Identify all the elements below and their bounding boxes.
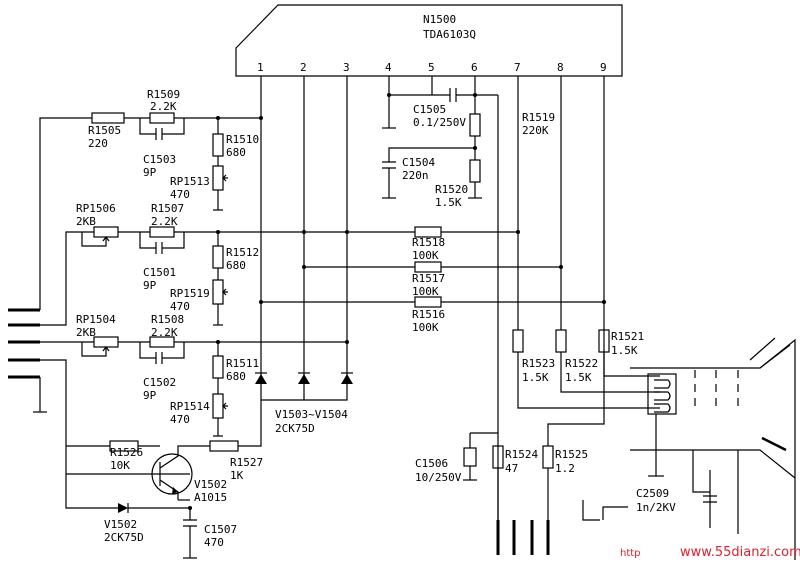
label-r1521-val: 1.5K [611,344,638,357]
label-r1505: R1505 [88,124,121,137]
label-rp1514: RP1514 [170,400,210,413]
label-r1527-val: 1K [230,469,244,482]
label-c1502: C1502 [143,376,176,389]
label-c1507: C1507 [204,523,237,536]
label-r1516: R1516 [412,308,445,321]
label-r1521: R1521 [611,330,644,343]
label-c1505: C1505 [413,103,446,116]
pin-2: 2 [300,61,307,74]
label-v1502-transistor: V1502 [194,478,227,491]
label-r1510: R1510 [226,133,259,146]
channel-top: R1509 2.2K R1505 220 C1503 9P R1510 680 … [39,88,263,310]
watermark-prefix: http [620,548,641,559]
label-r1524: R1524 [505,448,538,461]
label-r1527: R1527 [230,456,263,469]
label-r1522-val: 1.5K [565,371,592,384]
label-c1501: C1501 [143,266,176,279]
label-rp1506: RP1506 [76,202,116,215]
label-r1507-val: 2.2K [151,215,178,228]
label-r1520: R1520 [435,183,468,196]
label-c1505-val: 0.1/250V [413,116,466,129]
label-v1502-diode-val: 2CK75D [104,531,144,544]
pin-7: 7 [514,61,521,74]
label-r1525-val: 1.2 [555,462,575,475]
label-r1508-val: 2.2K [151,326,178,339]
label-r1511-val: 680 [226,370,246,383]
label-v1502-diode: V1502 [104,518,137,531]
ic-n1500: N1500 TDA6103Q 1 2 3 4 5 6 7 8 9 [235,4,623,77]
label-rp1519-val: 470 [170,300,190,313]
label-rp1514-val: 470 [170,413,190,426]
label-r1525: R1525 [555,448,588,461]
diodes-v1503-v1504: V1503~V1504 2CK75D [238,372,353,447]
label-rp1504: RP1504 [76,313,116,326]
label-r1508: R1508 [151,313,184,326]
label-r1519-val: 220K [522,124,549,137]
label-diodes-val: 2CK75D [275,422,315,435]
label-rp1513: RP1513 [170,175,210,188]
label-r1518-val: 100K [412,249,439,262]
pin-4: 4 [385,61,392,74]
label-v1502-transistor-val: A1015 [194,491,227,504]
label-r1520-val: 1.5K [435,196,462,209]
label-r1523-val: 1.5K [522,371,549,384]
label-rp1513-val: 470 [170,188,190,201]
label-r1505-val: 220 [88,137,108,150]
label-r1518: R1518 [412,236,445,249]
label-rp1519: RP1519 [170,287,210,300]
pin-1: 1 [257,61,264,74]
pin-3: 3 [343,61,350,74]
label-r1516-val: 100K [412,321,439,334]
input-connector [8,308,190,475]
watermark-site: www.55dianzi.com [680,545,800,560]
label-r1512-val: 680 [226,259,246,272]
label-r1519: R1519 [522,111,555,124]
label-c2509-val: 1n/2KV [636,501,676,514]
label-r1509: R1509 [147,88,180,101]
crt-tube [602,337,796,560]
supply-section: C1505 0.1/250V C1504 220n R1520 1.5K R15… [382,88,555,555]
label-c1502-val: 9P [143,389,157,402]
bottom-supply: C1506 10/250V R1524 47 R1525 1.2 C2509 1… [415,330,676,555]
ic-part: TDA6103Q [423,28,476,41]
label-c1503: C1503 [143,153,176,166]
label-diodes: V1503~V1504 [275,408,348,421]
ic-name: N1500 [423,13,456,26]
label-r1509-val: 2.2K [150,100,177,113]
channel-middle: RP1506 2KB R1507 2.2K C1501 9P R1512 680… [8,202,306,326]
label-c1506: C1506 [415,457,448,470]
label-r1510-val: 680 [226,146,246,159]
feedback-network: R1518 100K R1517 100K R1516 100K [259,226,606,334]
label-r1522: R1522 [565,357,598,370]
output-resistors: R1521 1.5K R1523 1.5K R1522 1.5K [512,329,660,409]
label-c1507-val: 470 [204,536,224,549]
label-r1507: R1507 [151,202,184,215]
label-c1503-val: 9P [143,166,157,179]
label-r1517: R1517 [412,272,445,285]
label-rp1506-val: 2KB [76,215,96,228]
pin-wires [260,76,605,380]
label-r1523: R1523 [522,357,555,370]
label-c1504-val: 220n [402,169,429,182]
label-c1504: C1504 [402,156,435,169]
label-r1526-val: 10K [110,459,130,472]
label-c1501-val: 9P [143,279,157,292]
channel-bottom: RP1504 2KB R1508 2.2K C1502 9P R1511 680… [8,313,349,437]
watermark: http www.55dianzi.com [620,545,800,560]
label-r1512: R1512 [226,246,259,259]
label-r1526: R1526 [110,446,143,459]
label-r1517-val: 100K [412,285,439,298]
label-r1524-val: 47 [505,462,518,475]
pin-8: 8 [557,61,564,74]
label-r1511: R1511 [226,357,259,370]
label-rp1504-val: 2KB [76,326,96,339]
label-c1506-val: 10/250V [415,471,462,484]
transistor-v1502: R1526 10K V1502 A1015 R1527 1K V1502 2CK… [65,440,263,559]
label-c2509: C2509 [636,487,669,500]
pin-9: 9 [600,61,607,74]
pin-5: 5 [428,61,435,74]
pin-6: 6 [471,61,478,74]
